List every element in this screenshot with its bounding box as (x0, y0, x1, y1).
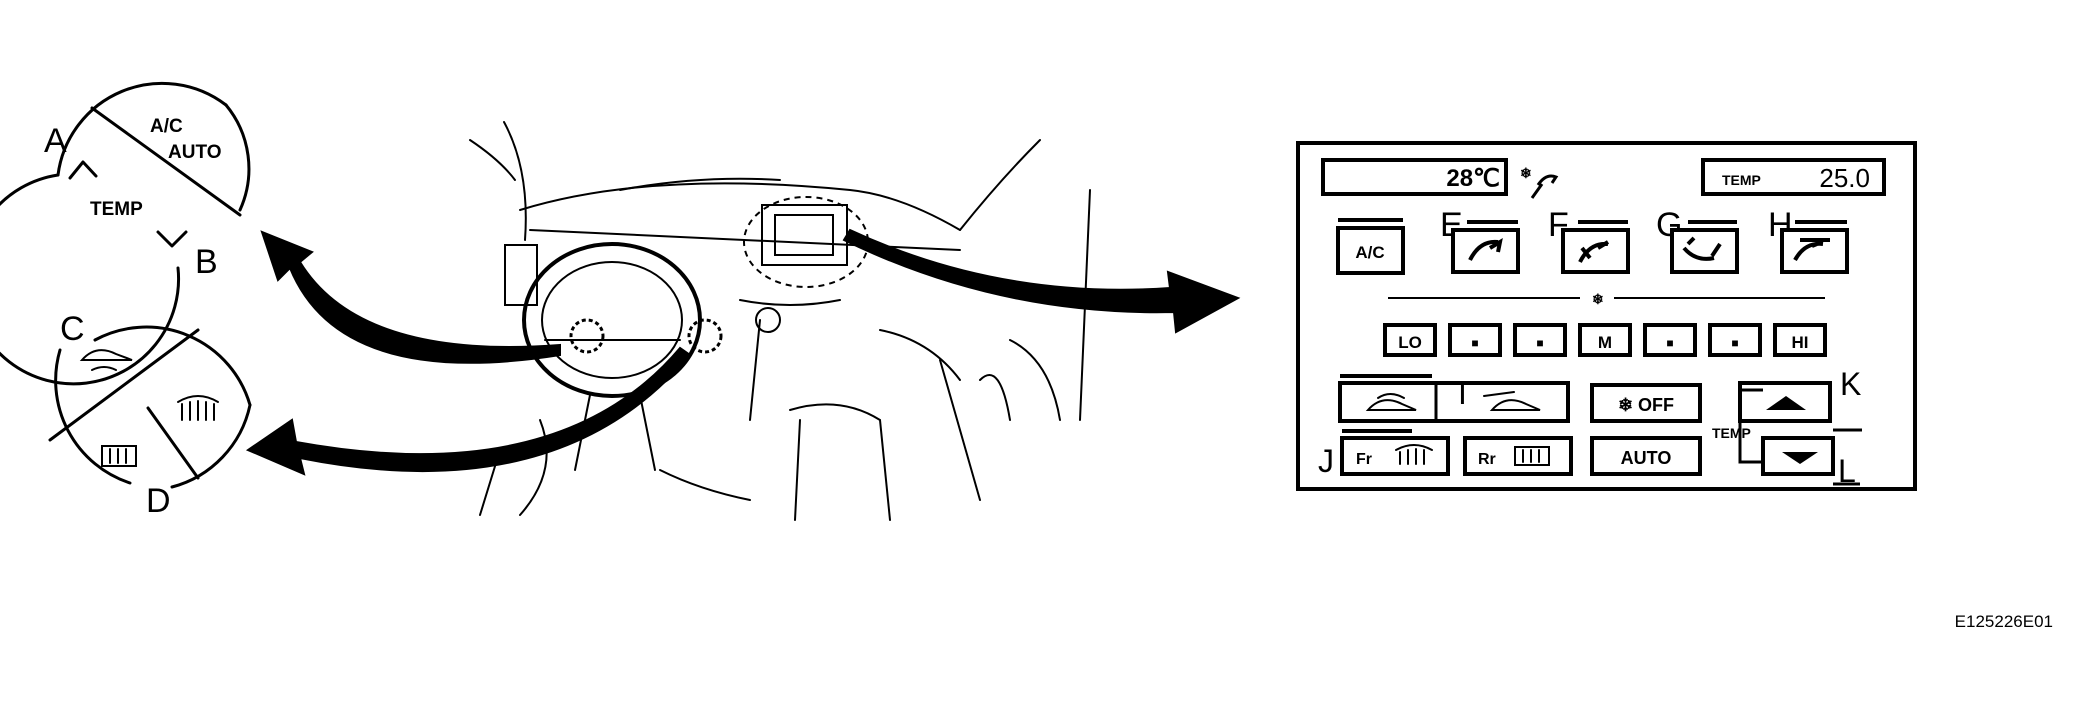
rear-defroster-button[interactable] (1463, 436, 1573, 476)
front-defroster-button[interactable] (1340, 436, 1450, 476)
front-defroster-icon (1395, 444, 1433, 465)
down-arrow-icon (1782, 452, 1818, 464)
face-vent-icon (1468, 237, 1503, 261)
label-i: I (1458, 375, 1467, 411)
fan-speed-label: ■ (1731, 336, 1738, 350)
fan-speed-button[interactable] (1578, 323, 1632, 357)
outside-temp-value: 28℃ (1446, 165, 1500, 192)
fan-speed-label: ■ (1536, 336, 1543, 350)
temp-down-button[interactable] (1761, 436, 1835, 476)
rear-defrost-prefix: Rr (1478, 451, 1496, 468)
ac-button[interactable] (1336, 226, 1405, 275)
fan-speed-button[interactable] (1708, 323, 1762, 357)
set-temp-label: TEMP (1722, 172, 1761, 188)
label-d: D (146, 482, 171, 520)
bilevel-vent-button[interactable] (1561, 228, 1630, 274)
display-panel: 28℃ ❄ TEMP 25.0 A/C E F G H ❄ (1296, 141, 1917, 491)
auto-text: AUTO (168, 142, 221, 163)
switch-divider-a (48, 328, 200, 442)
front-defrost-prefix: Fr (1356, 451, 1372, 468)
fan-speed-label: M (1598, 333, 1612, 352)
up-chevron-icon (68, 160, 98, 180)
vehicle-interior-illustration (469, 121, 1091, 521)
up-arrow-icon (1766, 396, 1806, 410)
fan-speed-label: HI (1792, 333, 1809, 352)
label-k: K (1840, 366, 1861, 402)
fan-airflow-indicator: ❄ (1520, 165, 1559, 199)
recirculation-icon (79, 349, 133, 371)
down-chevron-icon (156, 230, 188, 248)
front-defroster-icon (177, 395, 219, 421)
switch-divider (90, 106, 242, 217)
set-temp-value: 25.0 (1819, 163, 1870, 193)
fan-speed-row: LO ■ ■ M ■ ■ HI (1383, 323, 1827, 357)
ac-button-label: A/C (1355, 243, 1384, 262)
temp-side-label: TEMP (1712, 425, 1751, 441)
arrow-to-upper-switch (260, 230, 561, 364)
outside-temp-display (1321, 158, 1508, 196)
auto-button-label: AUTO (1621, 448, 1672, 468)
auto-button[interactable] (1590, 436, 1702, 476)
switch-divider-b (146, 406, 200, 480)
label-b: B (195, 243, 218, 281)
fan-speed-label: ■ (1666, 336, 1673, 350)
fan-speed-button[interactable] (1643, 323, 1697, 357)
foot-vent-icon (1682, 236, 1722, 261)
airflow-icon (1530, 174, 1559, 199)
set-temp-display (1701, 158, 1886, 196)
recirculation-icon (1365, 393, 1417, 411)
rear-defroster-icon (1514, 446, 1550, 466)
recirc-fresh-button[interactable] (1338, 381, 1570, 423)
rear-defroster-icon (101, 445, 137, 467)
steering-switch-upper: A B A/C AUTO TEMP (0, 81, 251, 386)
fan-speed-button[interactable] (1448, 323, 1502, 357)
fan-speed-button[interactable] (1513, 323, 1567, 357)
fresh-air-icon (1483, 391, 1541, 411)
fan-speed-label: LO (1398, 333, 1422, 352)
ac-text: A/C (150, 116, 183, 137)
temp-bracket (1738, 388, 1763, 464)
foot-vent-button[interactable] (1670, 228, 1739, 274)
foot-defrost-vent-button[interactable] (1780, 228, 1849, 274)
fan-speed-icon: ❄ (1592, 291, 1604, 307)
bilevel-vent-icon (1578, 240, 1610, 263)
steering-switch-lower: C D (48, 310, 252, 520)
fan-off-label: ❄ OFF (1618, 395, 1674, 415)
label-j: J (1318, 443, 1334, 479)
figure-id: E125226E01 (1954, 612, 2053, 631)
fan-speed-button[interactable] (1773, 323, 1827, 357)
temp-text: TEMP (90, 199, 143, 220)
foot-defrost-vent-icon (1793, 238, 1830, 262)
face-vent-button[interactable] (1451, 228, 1520, 274)
fan-speed-label: ■ (1471, 336, 1478, 350)
callout-arrows (245, 228, 1241, 476)
arrow-to-lower-switch (245, 346, 692, 476)
arrow-to-display-panel (842, 228, 1241, 334)
fan-speed-button[interactable] (1383, 323, 1437, 357)
label-l: L (1838, 453, 1856, 489)
label-c: C (60, 310, 85, 348)
fan-icon: ❄ (1520, 165, 1532, 181)
fan-off-button[interactable] (1590, 383, 1702, 423)
label-a: A (44, 122, 67, 160)
